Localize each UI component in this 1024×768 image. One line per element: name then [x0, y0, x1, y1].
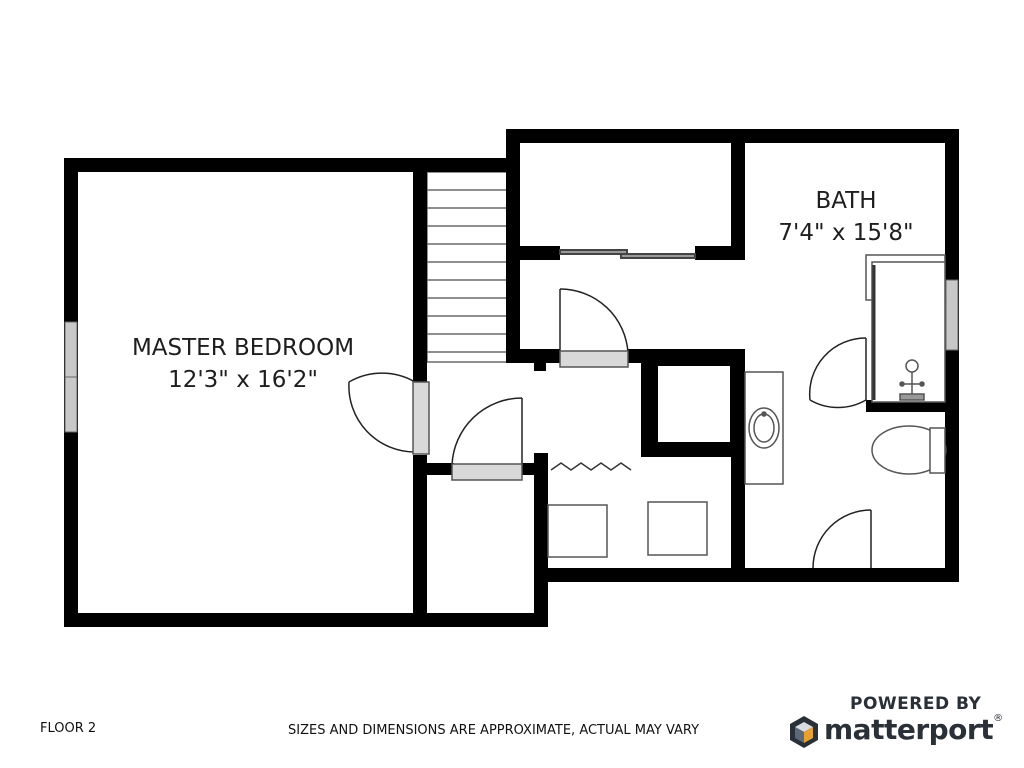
- bath-dimensions: 7'4" x 15'8": [778, 220, 914, 246]
- washer-dryer: [547, 501, 708, 558]
- brand-name: matterport: [824, 713, 994, 746]
- floor-label: FLOOR 2: [40, 721, 97, 736]
- powered-by-label: POWERED BY: [850, 694, 982, 714]
- shower: [865, 254, 946, 403]
- walls: [64, 129, 959, 627]
- closet-sliding-door: [559, 249, 696, 259]
- master-bedroom-label: MASTER BEDROOM 12'3" x 16'2": [113, 332, 373, 396]
- chase-interior: [658, 366, 730, 442]
- matterport-logo-icon: [790, 716, 818, 748]
- doors: [348, 288, 872, 569]
- disclaimer: SIZES AND DIMENSIONS ARE APPROXIMATE, AC…: [288, 723, 700, 738]
- staircase: [426, 171, 509, 363]
- master-bedroom-dimensions: 12'3" x 16'2": [168, 367, 318, 393]
- bathroom-vanity: [744, 371, 784, 485]
- bath-label: BATH 7'4" x 15'8": [766, 185, 926, 249]
- toilet: [871, 425, 947, 475]
- matterport-brand: matterport®: [824, 713, 1003, 746]
- bath-name: BATH: [815, 188, 877, 214]
- master-bedroom-name: MASTER BEDROOM: [131, 335, 355, 361]
- brand-registered-mark: ®: [993, 713, 1003, 724]
- windows: [64, 279, 959, 433]
- laundry-bifold-door: [550, 462, 632, 471]
